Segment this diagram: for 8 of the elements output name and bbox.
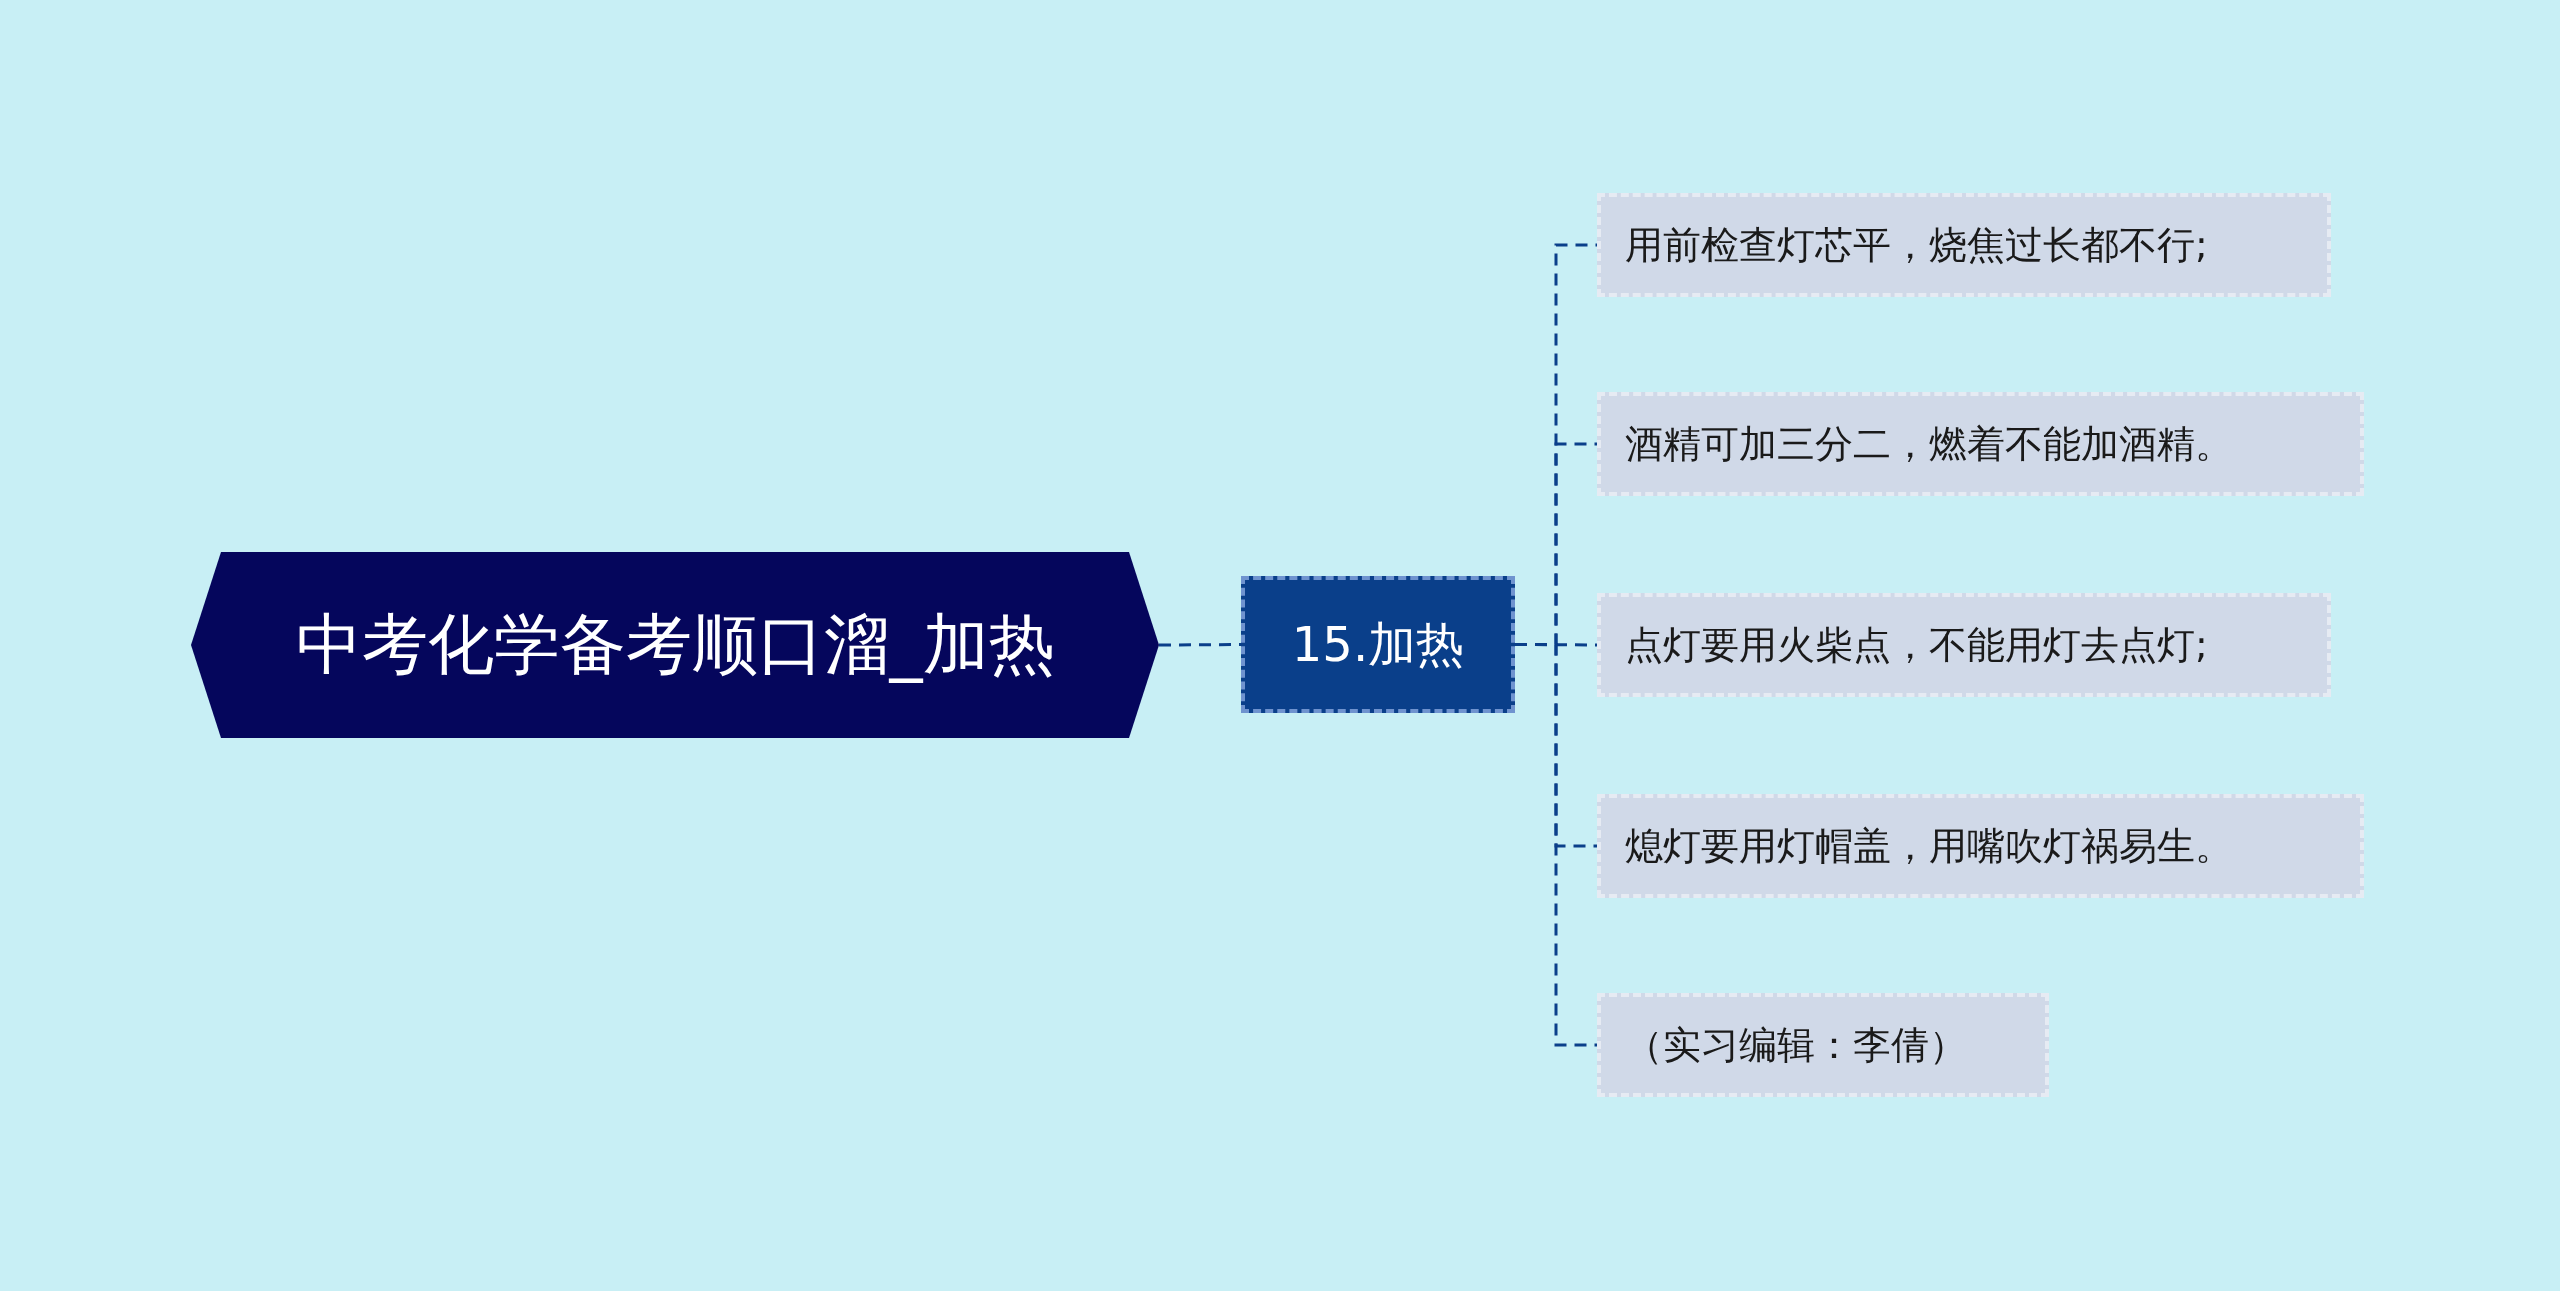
leaf-box: 点灯要用火柴点，不能用灯去点灯; xyxy=(1597,593,2331,697)
leaf-box: （实习编辑：李倩） xyxy=(1597,993,2049,1097)
leaf-box: 酒精可加三分二，燃着不能加酒精。 xyxy=(1597,392,2364,496)
leaf-box: 用前检查灯芯平，烧焦过长都不行; xyxy=(1597,193,2331,297)
connector-line xyxy=(1159,643,1241,647)
connector-line xyxy=(1515,643,1597,1047)
subtopic-box: 15.加热 xyxy=(1241,576,1515,713)
leaf-box: 熄灯要用灯帽盖，用嘴吹灯祸易生。 xyxy=(1597,794,2364,898)
